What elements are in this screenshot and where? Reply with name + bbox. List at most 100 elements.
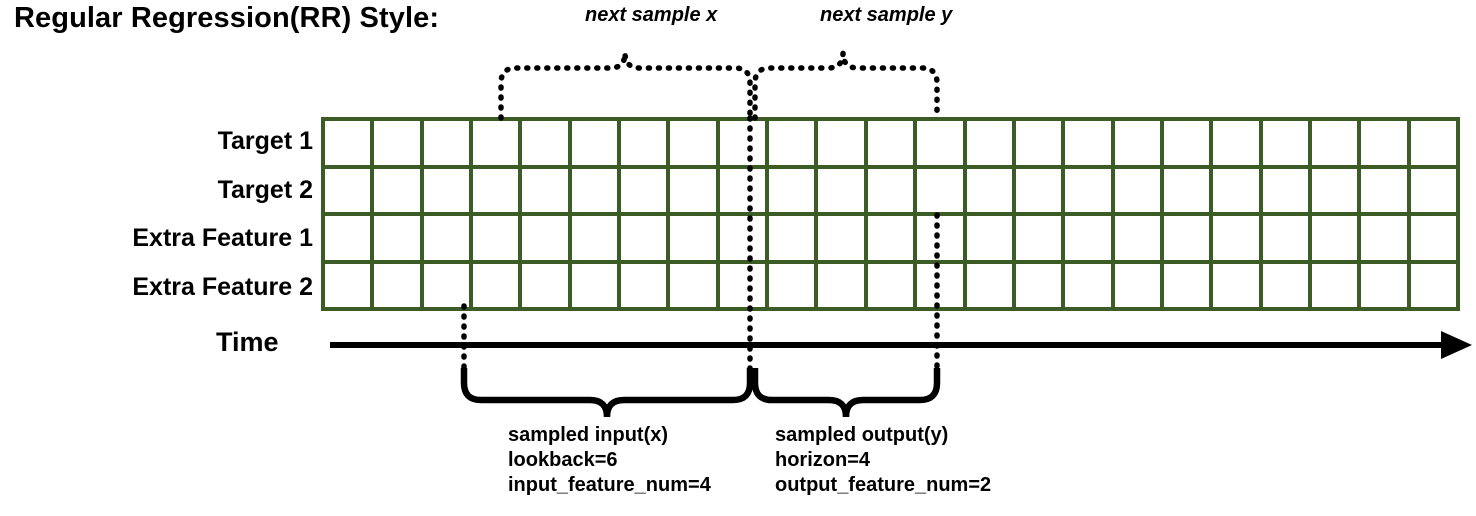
empty-cell-r2-c23 [1410, 168, 1456, 212]
empty-cell-r3-c23 [1410, 216, 1456, 260]
time-axis-arrowhead [1441, 331, 1472, 359]
target2-input-r2-c5 [522, 168, 568, 212]
target2-input-r2-c8 [670, 168, 716, 212]
empty-cell-r4-c20 [1262, 263, 1308, 307]
row-label-extra-feature-2: Extra Feature 2 [132, 272, 313, 301]
empty-cell-r1-c23 [1410, 121, 1456, 165]
empty-cell-r2-c19 [1213, 168, 1259, 212]
sampled-output-line-3: output_feature_num=2 [775, 474, 992, 496]
sampled-output-line-2: horizon=4 [775, 449, 871, 471]
empty-cell-r3-c18 [1163, 216, 1210, 260]
sampled-input-line-2: lookback=6 [508, 449, 618, 471]
target2-input-r2-c9 [719, 168, 766, 212]
empty-cell-r1-c20 [1262, 121, 1308, 165]
empty-cell-r3-c10 [769, 216, 815, 260]
target2-output-r2-c10 [769, 168, 815, 212]
time-axis-label: Time [216, 327, 279, 357]
target1-output-r1-c13 [917, 121, 963, 165]
next-sample-y-label: next sample y [820, 4, 953, 26]
empty-cell-r4-c1 [325, 263, 371, 307]
target2-output-r2-c11 [818, 168, 864, 212]
target1-input-r1-c7 [621, 121, 667, 165]
target1-input-r1-c5 [522, 121, 568, 165]
empty-cell-r3-c22 [1361, 216, 1407, 260]
target2-input-r2-c7 [621, 168, 667, 212]
empty-cell-r3-c11 [818, 216, 864, 260]
empty-cell-r3-c14 [966, 216, 1012, 260]
empty-cell-r3-c17 [1114, 216, 1160, 260]
target1-input-r1-c8 [670, 121, 716, 165]
extrafeature1-input-r3-c5 [522, 216, 568, 260]
target2-input-r2-c4 [473, 168, 519, 212]
empty-cell-r4-c14 [966, 263, 1012, 307]
empty-cell-r1-c1 [325, 121, 371, 165]
empty-cell-r2-c1 [325, 168, 371, 212]
empty-cell-r4-c16 [1065, 263, 1111, 307]
empty-cell-r3-c1 [325, 216, 371, 260]
extrafeature1-input-r3-c8 [670, 216, 716, 260]
empty-cell-r4-c11 [818, 263, 864, 307]
extrafeature2-input-r4-c5 [522, 263, 568, 307]
empty-cell-r3-c12 [867, 216, 914, 260]
row-label-target-2: Target 2 [217, 175, 313, 204]
empty-cell-r2-c2 [374, 168, 420, 212]
empty-cell-r4-c2 [374, 263, 420, 307]
extrafeature1-input-r3-c6 [571, 216, 618, 260]
empty-cell-r4-c10 [769, 263, 815, 307]
extrafeature1-input-r3-c7 [621, 216, 667, 260]
timeseries-grid [321, 117, 1460, 311]
empty-cell-r3-c19 [1213, 216, 1259, 260]
row-label-target-1: Target 1 [217, 127, 313, 155]
empty-cell-r2-c16 [1065, 168, 1111, 212]
extrafeature2-input-r4-c4 [473, 263, 519, 307]
empty-cell-r3-c13 [917, 216, 963, 260]
empty-cell-r4-c21 [1311, 263, 1358, 307]
empty-cell-r4-c13 [917, 263, 963, 307]
extrafeature2-input-r4-c9 [719, 263, 766, 307]
empty-cell-r4-c23 [1410, 263, 1456, 307]
empty-cell-r3-c3 [423, 216, 470, 260]
empty-cell-r3-c15 [1015, 216, 1062, 260]
empty-cell-r3-c16 [1065, 216, 1111, 260]
target1-output-r1-c10 [769, 121, 815, 165]
empty-cell-r1-c3 [423, 121, 470, 165]
empty-cell-r3-c21 [1311, 216, 1358, 260]
empty-cell-r1-c22 [1361, 121, 1407, 165]
target2-input-r2-c6 [571, 168, 618, 212]
extrafeature2-input-r4-c6 [571, 263, 618, 307]
sampled-input-line-3: input_feature_num=4 [508, 474, 711, 496]
empty-cell-r1-c15 [1015, 121, 1062, 165]
empty-cell-r3-c2 [374, 216, 420, 260]
sampled-output-brace [751, 368, 941, 418]
extrafeature1-input-r3-c9 [719, 216, 766, 260]
empty-cell-r4-c12 [867, 263, 914, 307]
next-sample-y-brace [752, 52, 940, 121]
empty-cell-r2-c15 [1015, 168, 1062, 212]
target1-output-r1-c11 [818, 121, 864, 165]
empty-cell-r1-c14 [966, 121, 1012, 165]
next-sample-x-brace [498, 52, 753, 121]
sampled-input-brace [460, 368, 754, 418]
empty-cell-r3-c20 [1262, 216, 1308, 260]
empty-cell-r4-c18 [1163, 263, 1210, 307]
empty-cell-r2-c21 [1311, 168, 1358, 212]
sampled-output-note: sampled output(y) horizon=4 output_featu… [775, 423, 991, 498]
empty-cell-r4-c17 [1114, 263, 1160, 307]
target1-input-r1-c4 [473, 121, 519, 165]
empty-cell-r4-c22 [1361, 263, 1407, 307]
next-sample-x-label: next sample x [585, 4, 718, 26]
empty-cell-r4-c19 [1213, 263, 1259, 307]
sampled-input-line-1: sampled input(x) [508, 424, 669, 446]
extrafeature2-input-r4-c7 [621, 263, 667, 307]
empty-cell-r2-c14 [966, 168, 1012, 212]
empty-cell-r1-c18 [1163, 121, 1210, 165]
sampled-output-line-1: sampled output(y) [775, 424, 949, 446]
empty-cell-r1-c16 [1065, 121, 1111, 165]
empty-cell-r1-c2 [374, 121, 420, 165]
target1-input-r1-c9 [719, 121, 766, 165]
empty-cell-r2-c18 [1163, 168, 1210, 212]
extrafeature1-input-r3-c4 [473, 216, 519, 260]
target1-input-r1-c6 [571, 121, 618, 165]
target1-output-r1-c12 [867, 121, 914, 165]
